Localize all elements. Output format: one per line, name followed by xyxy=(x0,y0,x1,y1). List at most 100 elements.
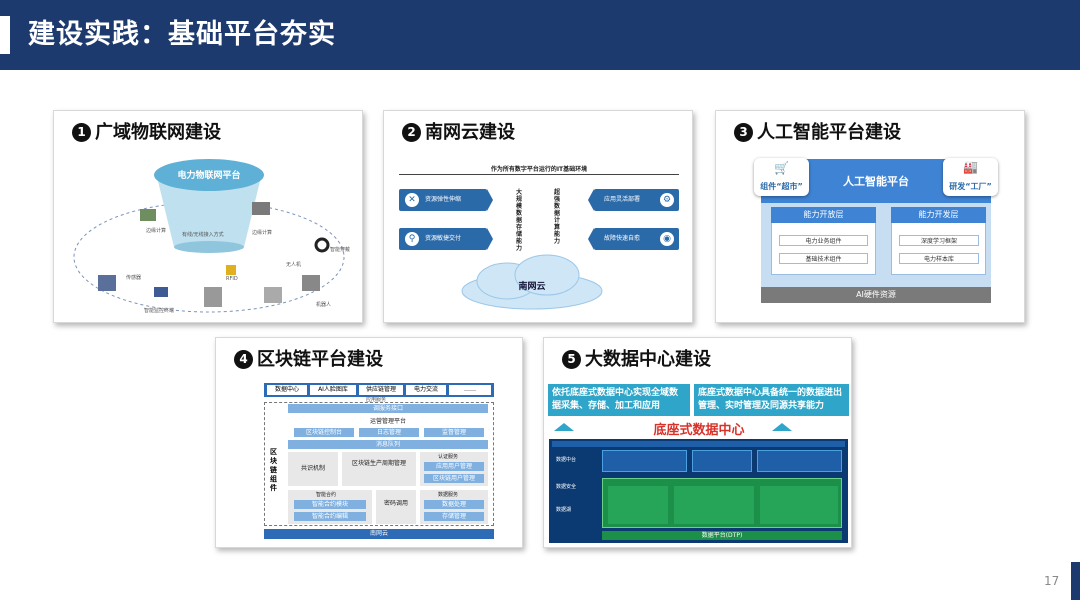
bd-left-desc: 依托底座式数据中心实现全域数据采集、存储、加工和应用 xyxy=(548,384,690,416)
ai-left-item: 电力业务组件 xyxy=(779,235,868,246)
iot-node-label: 无人机 xyxy=(286,262,302,268)
bc-ops-item: 区块链控制台 xyxy=(294,428,354,437)
bd-row-label: 数据中台 xyxy=(556,457,577,463)
cloud-left-item: ✕ 资源弹性伸缩 xyxy=(399,189,487,211)
bc-ops-title: 运营管理平台 xyxy=(369,418,406,425)
number-badge: 1 xyxy=(72,123,91,142)
bc-top-tab: …… xyxy=(449,385,491,395)
number-badge: 5 xyxy=(562,350,581,369)
panel-iot-title-text: 广域物联网建设 xyxy=(95,122,221,143)
bd-right-desc: 底座式数据中心具备统一的数据进出管理、实时管理及同源共享能力 xyxy=(694,384,849,416)
bd-middle-block xyxy=(602,450,687,472)
bd-middle-block xyxy=(757,450,842,472)
cloud-top-line: 作为所有数字平台运行的IT基础环境 xyxy=(490,166,588,173)
bd-right-desc-text: 底座式数据中心具备统一的数据进出管理、实时管理及同源共享能力 xyxy=(698,388,843,411)
bc-crypto: 密码调用 xyxy=(376,490,416,524)
cloud-arrow-tip xyxy=(487,189,493,211)
cloud-top-rule xyxy=(399,174,679,175)
bc-lifecycle: 区块链生产周期管理 xyxy=(342,452,416,486)
bd-row-label: 数据安全 xyxy=(556,484,577,490)
bd-center-title: 底座式数据中心 xyxy=(653,423,745,438)
bc-top-tab: 电力交流 xyxy=(406,385,446,395)
page-header: 建设实践：基础平台夯实 xyxy=(0,0,1080,70)
bc-crypto-label: 密码调用 xyxy=(383,500,408,507)
bc-top-tab: 数据中心 xyxy=(267,385,307,395)
node-photo xyxy=(314,237,330,253)
number-badge: 3 xyxy=(734,123,753,142)
iot-center-label: 有线/无线接入方式 xyxy=(182,232,224,238)
ai-right-column-title: 能力开发层 xyxy=(891,207,986,223)
iot-node-label: 边缘计算 xyxy=(252,230,273,236)
camera-icon: ◉ xyxy=(660,232,674,246)
panel-ai-title-text: 人工智能平台建设 xyxy=(757,122,901,143)
bc-ops-item: 监督管理 xyxy=(424,428,484,437)
bc-service-label: 应用服务 xyxy=(366,397,387,403)
iot-node-label: RFID xyxy=(226,276,238,282)
ai-right-callout: 🏭 研发“工厂” xyxy=(943,158,998,196)
iot-node-label: 传感器 xyxy=(126,275,142,281)
cloud-top xyxy=(154,159,264,191)
bc-top-tab: AI人脸图库 xyxy=(310,385,356,395)
iot-node-label: 边缘计算 xyxy=(146,228,167,234)
bd-lake-inner xyxy=(674,486,754,524)
cloud-left-item-label: 资源弹性伸缩 xyxy=(425,196,462,203)
bc-auth-title: 认证服务 xyxy=(438,454,459,460)
cart-icon: 🛒 xyxy=(774,161,789,175)
cloud-right-item-label: 故障快速自愈 xyxy=(604,235,641,242)
iot-node-label: 智能监控终端 xyxy=(144,308,175,314)
cloud-vert-left: 大规模数据存储能力 xyxy=(516,189,523,252)
funnel-shape xyxy=(157,177,261,247)
bd-left-desc-text: 依托底座式数据中心实现全域数据采集、存储、加工和应用 xyxy=(552,388,679,411)
bc-data-item: 存储管理 xyxy=(424,512,484,521)
node-photo xyxy=(140,209,156,221)
number-badge: 2 xyxy=(402,123,421,142)
node-photo xyxy=(264,287,282,303)
bc-frame xyxy=(264,402,494,526)
cloud-vert-right: 超强数据计算能力 xyxy=(554,189,561,245)
ai-hardware-bar: AI硬件资源 xyxy=(761,287,991,303)
settings-icon: ⚙ xyxy=(660,193,674,207)
iot-diagram xyxy=(73,159,345,313)
node-photo xyxy=(226,265,236,275)
panel-cloud-title-text: 南网云建设 xyxy=(425,122,515,143)
cloud-arrow-tip xyxy=(588,189,594,211)
cloud-label: 南网云 xyxy=(518,282,546,292)
cloud-shape xyxy=(461,254,603,310)
ai-right-item: 深度学习框架 xyxy=(899,235,979,246)
bc-auth-item: 应用用户管理 xyxy=(424,462,484,471)
wrench-icon: ⚲ xyxy=(405,232,419,246)
bc-lifecycle-label: 区块链生产周期管理 xyxy=(351,460,406,467)
panel-bigdata-title-text: 大数据中心建设 xyxy=(585,349,711,370)
ai-right-item: 电力样本库 xyxy=(899,253,979,264)
node-photo xyxy=(154,287,168,297)
arrow-up-icon xyxy=(772,423,792,431)
header-accent-bar xyxy=(0,16,10,54)
bd-row-label: 数据湖 xyxy=(556,507,572,513)
panel-blockchain-title-text: 区块链平台建设 xyxy=(257,349,383,370)
bd-footer-bar: 数据平台(DTP) xyxy=(602,531,842,540)
ai-right-callout-label: 研发“工厂” xyxy=(949,182,992,191)
bc-auth-item: 区块链用户管理 xyxy=(424,474,484,483)
bc-contract-item: 智能合约编辑 xyxy=(294,512,366,521)
node-photo xyxy=(204,287,222,307)
page-title: 建设实践：基础平台夯实 xyxy=(28,19,336,50)
bc-contract-title: 智能合约 xyxy=(316,492,337,498)
bd-lake-inner xyxy=(760,486,838,524)
iot-node-label: 机器人 xyxy=(316,302,332,308)
cloud-arrow-tip xyxy=(588,228,594,250)
node-photo xyxy=(98,275,116,291)
bc-ops-item: 日志管理 xyxy=(359,428,419,437)
bc-top-tab: 供应链管理 xyxy=(359,385,403,395)
bc-data-item: 数据处理 xyxy=(424,500,484,509)
ai-left-column-title: 能力开放层 xyxy=(771,207,876,223)
cloud-left-item-label: 资源敏捷交付 xyxy=(425,235,462,242)
number-badge: 4 xyxy=(234,350,253,369)
